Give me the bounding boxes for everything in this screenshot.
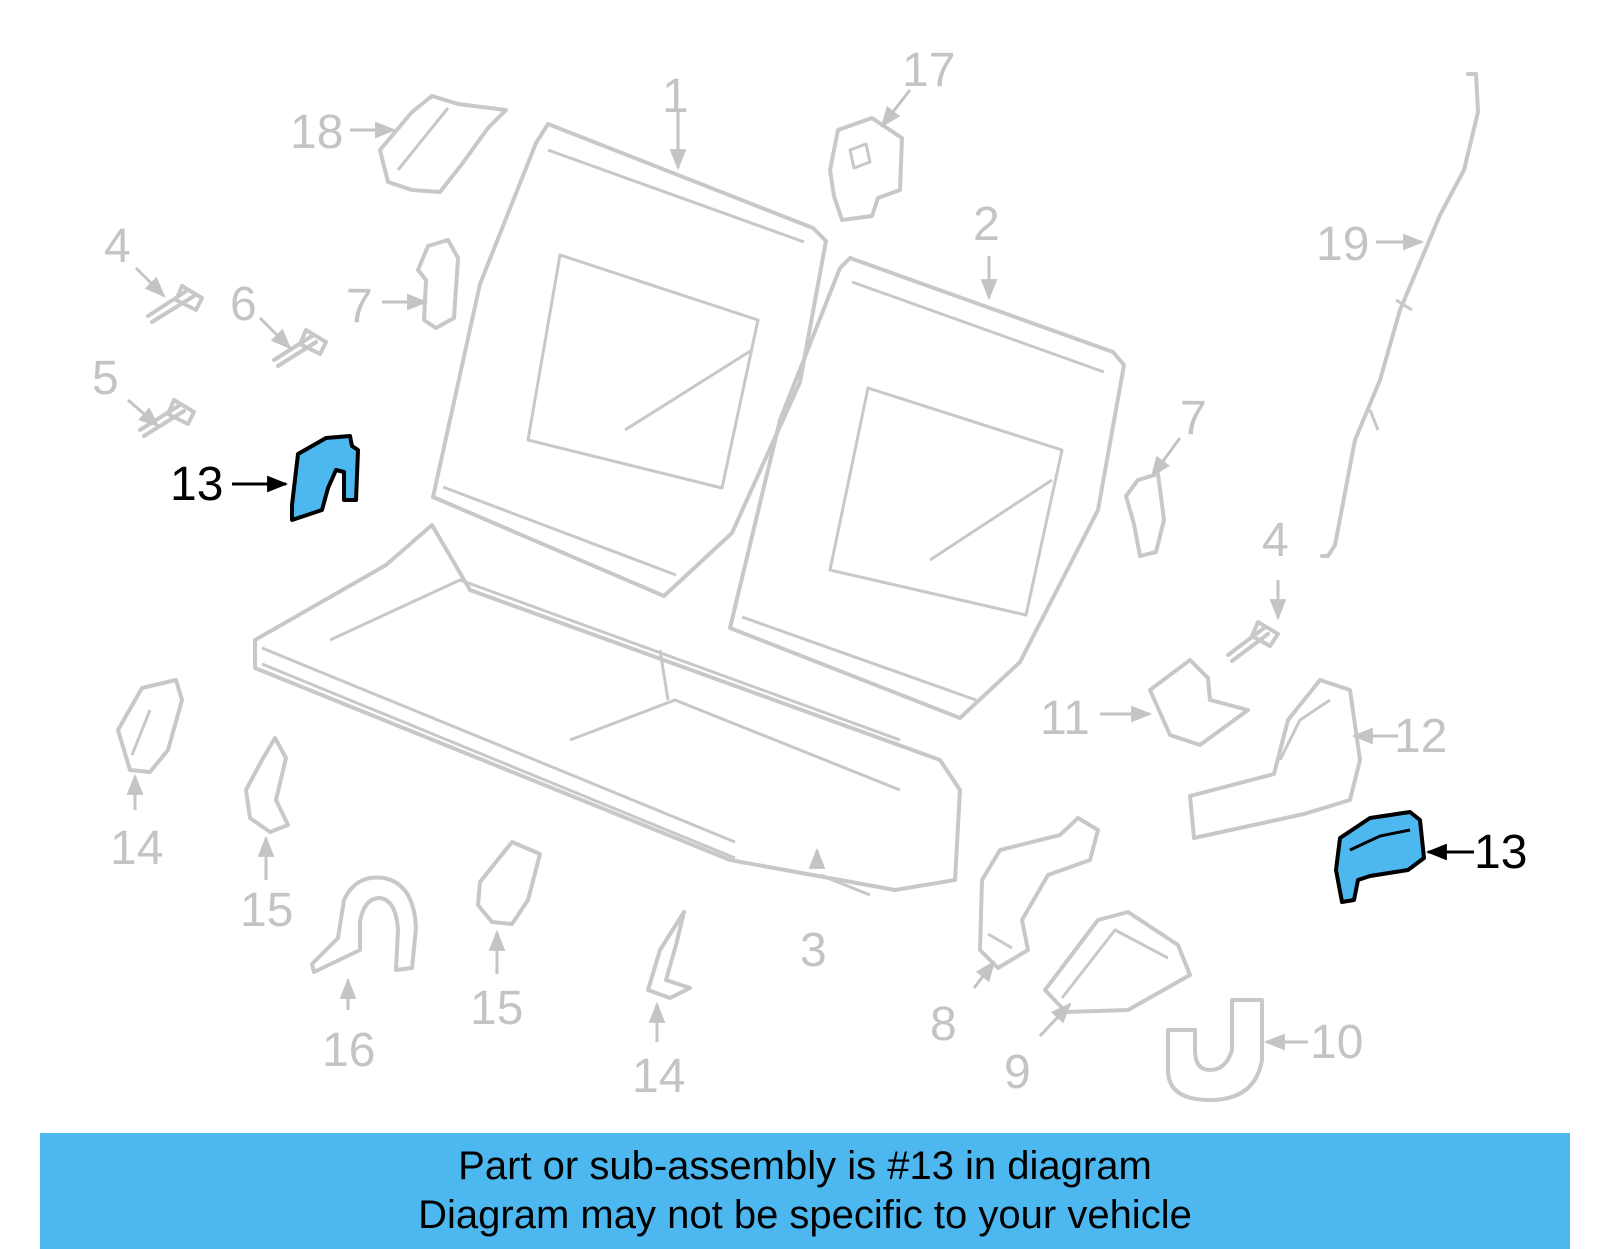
banner-line-disclaimer: Diagram may not be specific to your vehi…: [418, 1193, 1192, 1237]
leader-lines: [126, 89, 1474, 1051]
part-13-highlighted-left: [290, 434, 360, 522]
callout-15-middle: 15: [470, 982, 523, 1035]
callout-19: 19: [1316, 218, 1369, 271]
callout-8: 8: [930, 998, 957, 1051]
callout-9: 9: [1004, 1046, 1031, 1099]
callout-4-right: 4: [1262, 514, 1289, 567]
part-1-seatback-frame-left: [431, 122, 828, 598]
part-4-bolt-right: [1226, 620, 1280, 663]
part-8-bracket: [978, 816, 1100, 970]
part-3-seat-cushion-frame: [253, 523, 962, 897]
callout-13-right: 13: [1474, 826, 1527, 879]
part-17-latch: [828, 116, 904, 222]
part-15-bracket-middle: [476, 840, 542, 926]
callout-15-left: 15: [240, 884, 293, 937]
part-15-bracket-left: [244, 736, 290, 834]
callout-18: 18: [290, 106, 343, 159]
callout-17: 17: [902, 44, 955, 97]
callout-13-left: 13: [170, 458, 223, 511]
part-16-clamp: [310, 875, 418, 974]
part-9-cover: [1043, 910, 1192, 1014]
callout-1: 1: [662, 70, 689, 123]
callout-14-left: 14: [110, 822, 163, 875]
part-11-hinge-bracket: [1148, 658, 1250, 747]
part-12-side-cover: [1188, 678, 1362, 840]
callout-16: 16: [322, 1024, 375, 1077]
banner-line-part: Part or sub-assembly is #13 in diagram: [458, 1144, 1152, 1188]
callout-10: 10: [1310, 1016, 1363, 1069]
part-10-trim: [1166, 998, 1264, 1102]
part-19-cable: [1320, 72, 1480, 558]
callout-2: 2: [973, 198, 1000, 251]
part-6-bolt: [272, 328, 328, 368]
info-banner: Part or sub-assembly is #13 in diagram D…: [40, 1133, 1570, 1249]
callout-7-left: 7: [346, 280, 373, 333]
part-13-highlighted-right: [1334, 810, 1426, 904]
callout-3: 3: [800, 924, 827, 977]
part-7-cover-right: [1124, 472, 1166, 558]
part-18-bracket: [378, 94, 508, 194]
part-7-cover-left: [416, 238, 460, 330]
callout-7-right: 7: [1180, 392, 1207, 445]
callout-14-middle: 14: [632, 1050, 685, 1103]
part-14-cover-left: [116, 678, 184, 774]
part-13-highlighted-right-inner: [1349, 828, 1411, 852]
callout-11: 11: [1040, 692, 1090, 745]
callout-5: 5: [92, 352, 119, 405]
callout-4-upper: 4: [104, 220, 131, 273]
part-14-cover-middle: [646, 910, 692, 1000]
callout-12: 12: [1394, 710, 1447, 763]
part-2-seatback-frame-right: [728, 256, 1126, 720]
callout-6: 6: [230, 278, 257, 331]
part-4-bolt-upper: [146, 284, 204, 324]
